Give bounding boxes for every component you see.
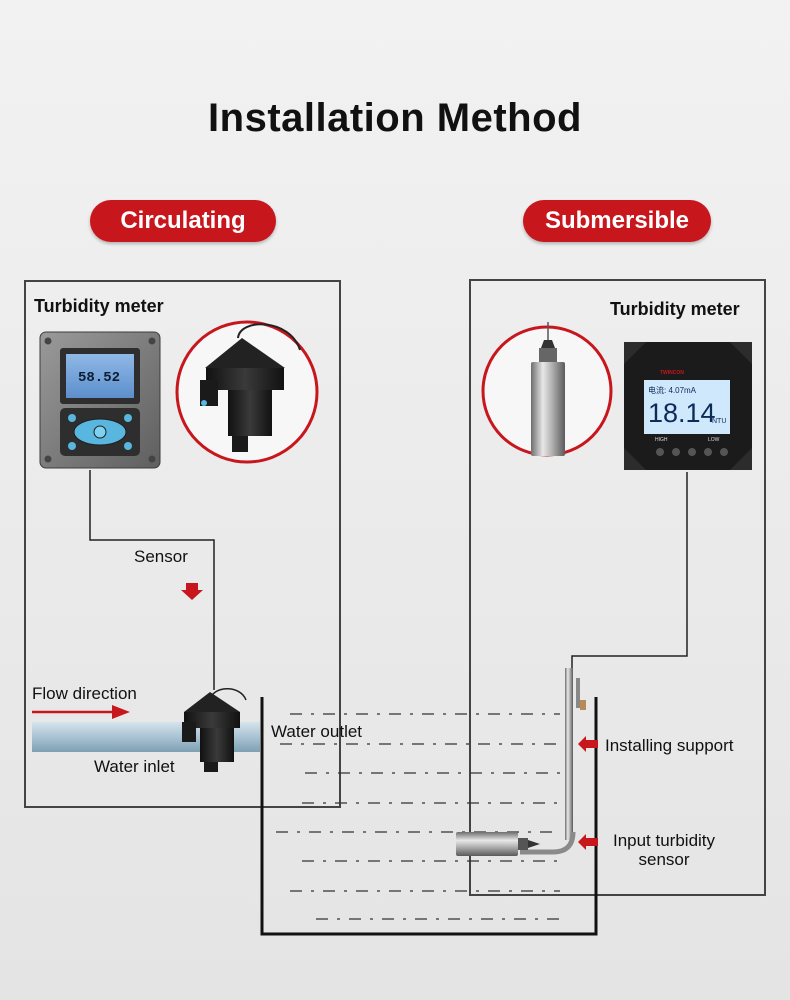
installing-support-label: Installing support xyxy=(605,736,734,755)
circulating-meter-device xyxy=(39,331,161,469)
sensor-arrow xyxy=(181,583,203,600)
submersible-meter-device xyxy=(624,342,752,470)
meter-button-high: HIGH xyxy=(655,437,668,443)
meter-brand: TWINCON xyxy=(660,370,684,376)
submersible-badge: Submersible xyxy=(523,200,711,242)
flow-cell-closeup xyxy=(175,320,319,464)
submerged-probe xyxy=(456,832,540,856)
submersible-panel xyxy=(469,279,766,896)
submersible-display-value: 18.14 xyxy=(648,398,716,428)
submersible-display-current: 电流: 4.07mA xyxy=(648,386,697,395)
sensor-cable xyxy=(89,470,215,690)
probe-closeup xyxy=(481,322,613,457)
circulating-badge: Circulating xyxy=(90,200,276,242)
water-inlet-label: Water inlet xyxy=(94,757,175,776)
submersible-meter-label: Turbidity meter xyxy=(610,299,740,319)
probe-cable xyxy=(571,472,688,670)
circulating-meter-label: Turbidity meter xyxy=(34,296,164,316)
page-title: Installation Method xyxy=(208,96,582,140)
sensor-label: Sensor xyxy=(134,547,188,566)
water-tank xyxy=(260,697,598,936)
input-sensor-label-line2: sensor xyxy=(638,850,690,869)
submersible-display-unit: NTU xyxy=(712,418,727,425)
water-level-lines xyxy=(276,713,560,920)
probe-pointer-arrow xyxy=(578,834,598,850)
circulating-panel xyxy=(24,280,341,808)
meter-button-low: LOW xyxy=(708,437,720,443)
input-sensor-label: Input turbidity sensor xyxy=(604,831,724,869)
support-pointer-arrow xyxy=(578,736,598,752)
input-sensor-label-line1: Input turbidity xyxy=(612,831,716,850)
installing-support-rod xyxy=(565,668,573,840)
water-outlet-label: Water outlet xyxy=(271,722,363,741)
circulating-display-value: 58.52 xyxy=(78,370,121,386)
flow-cell-on-pipe xyxy=(182,688,247,772)
flow-direction-label: Flow direction xyxy=(32,684,137,703)
